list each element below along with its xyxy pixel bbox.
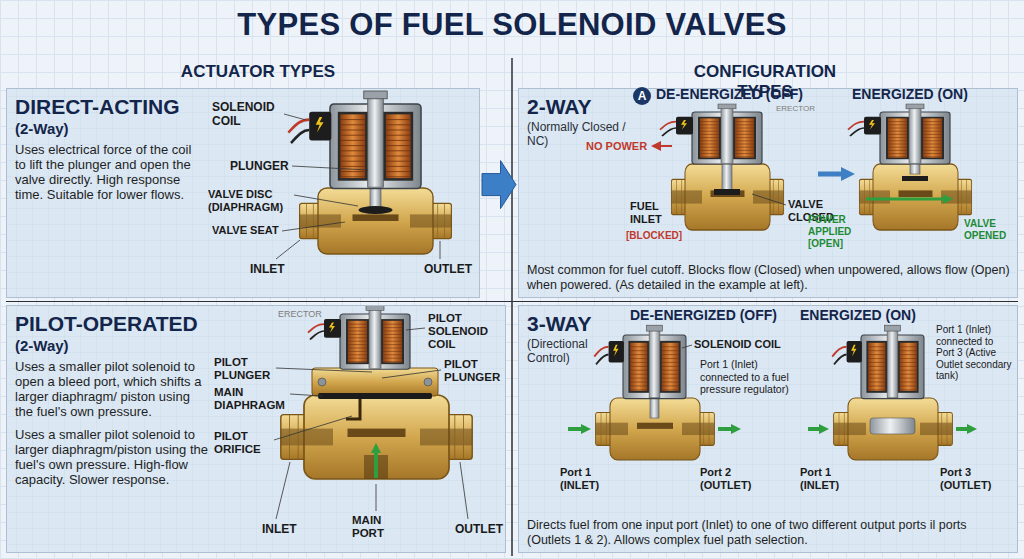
part-label: OUTLET	[455, 522, 503, 536]
part-label: VALVE SEAT	[212, 224, 279, 237]
two-way-valve-on	[848, 104, 972, 230]
callout-letter: A	[633, 87, 651, 105]
column-header: ACTUATOR TYPES	[158, 62, 358, 82]
info-panel: 2-WAY(Normally Closed / NC)Most common f…	[518, 88, 1018, 298]
part-label: MAIN PORT	[352, 514, 392, 540]
state-label: DE-ENERGIZED (OFF)	[630, 308, 777, 323]
status-label: [BLOCKED]	[626, 230, 682, 242]
status-label: NO POWER	[586, 140, 647, 153]
panel-description: Most common for fuel cutoff. Blocks flow…	[527, 263, 1011, 293]
panel-subheading: (Directional Control)	[527, 337, 612, 365]
port-label: Port 1 (INLET)	[800, 466, 852, 492]
watermark: ERECTOR	[278, 309, 322, 319]
part-label: FUEL INLET	[630, 200, 674, 226]
part-label: MAIN DIAPHRAGM	[214, 386, 290, 412]
part-label: OUTLET	[424, 262, 472, 276]
state-label: ENERGIZED (ON)	[852, 87, 968, 102]
panel-subheading: (2-Way)	[15, 336, 497, 355]
part-label: SOLENOID COIL	[212, 100, 292, 128]
part-label: PILOT ORIFICE	[214, 430, 274, 456]
callout-note: Port 1 (Inlet) connected to a fuel press…	[700, 358, 804, 396]
callout-note: Port 1 (Inlet) connected to Port 3 (Acti…	[936, 324, 1014, 382]
watermark: ERECTOR	[776, 104, 815, 113]
part-label: PILOT PLUNGER	[444, 358, 504, 384]
state-label: ENERGIZED (ON)	[800, 308, 916, 323]
flow-arrow	[482, 161, 516, 209]
panel-description: Directs fuel from one input port (Inlet)…	[527, 518, 1011, 548]
part-label: PILOT SOLENOID COIL	[428, 312, 502, 351]
panel-subheading: (2-Way)	[15, 119, 471, 138]
part-label: PLUNGER	[230, 159, 289, 173]
panel-description: Uses electrical force of the coil to lif…	[15, 142, 200, 202]
part-label: PILOT PLUNGER	[214, 356, 278, 382]
panel-heading: PILOT-OPERATED	[15, 312, 497, 336]
panel-description: Uses a smaller pilot solenoid to open a …	[15, 359, 210, 419]
leader-lines	[276, 114, 440, 259]
panel-description: Uses a smaller pilot solenoid to larger …	[15, 427, 210, 487]
state-label: DE-ENERGIZED (OFF)	[656, 87, 803, 102]
direct-acting-valve	[288, 91, 451, 254]
diagram-title: TYPES OF FUEL SOLENOID VALVES	[0, 6, 1024, 44]
state-arrow	[818, 172, 848, 177]
status-label: VALVE OPENED	[964, 218, 1014, 242]
status-label: POWER APPLIED [OPEN]	[808, 214, 858, 250]
part-label: INLET	[250, 262, 285, 276]
part-label: SOLENOID COIL	[694, 338, 781, 351]
port-label: Port 2 (OUTLET)	[700, 466, 760, 492]
part-label: INLET	[262, 522, 297, 536]
leader-lines	[274, 328, 468, 519]
divider-lines	[6, 58, 1018, 556]
part-label: VALVE DISC (DIAPHRAGM)	[208, 188, 294, 214]
two-way-valve-off	[656, 104, 786, 230]
port-label: Port 3 (OUTLET)	[940, 466, 1000, 492]
port-label: Port 1 (INLET)	[560, 466, 612, 492]
